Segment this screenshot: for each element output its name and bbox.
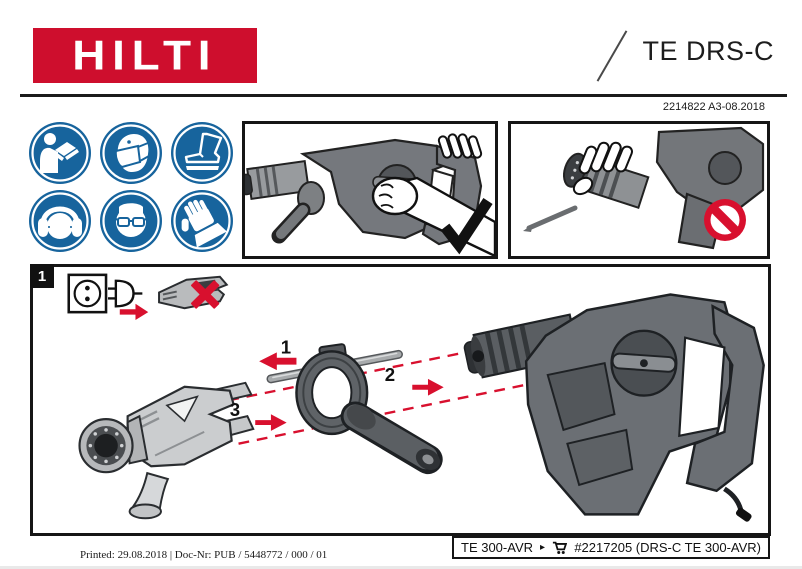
hilti-logo-text: HILTI xyxy=(72,31,218,79)
rotary-hammer-tool xyxy=(463,293,765,522)
accessory-part-number: #2217205 (DRS-C TE 300-AVR) xyxy=(574,540,761,555)
dust-mask-icon xyxy=(100,122,162,184)
checkmark-icon xyxy=(440,197,493,255)
step-3-label: 3 xyxy=(230,399,240,420)
hilti-logo: HILTI xyxy=(33,28,257,83)
alignment-dashed-line-lower xyxy=(238,379,546,445)
page-bottom-edge xyxy=(0,566,802,569)
main-figure-panel: 1 2 3 xyxy=(30,264,771,536)
product-title: TE DRS-C xyxy=(642,36,774,66)
shopping-cart-icon xyxy=(552,541,568,554)
exploded-view-illustration: 1 2 3 xyxy=(67,273,765,522)
incorrect-usage-panel xyxy=(508,121,770,259)
correct-usage-panel xyxy=(242,121,498,259)
compatibility-box: TE 300-AVR ▸ #2217205 (DRS-C TE 300-AVR) xyxy=(452,536,770,559)
header-divider xyxy=(20,94,787,97)
safety-glasses-icon xyxy=(100,190,162,252)
step-1-label: 1 xyxy=(281,336,291,357)
ear-protection-icon xyxy=(29,190,91,252)
module-crossed-out-icon xyxy=(158,275,229,310)
drs-module xyxy=(78,381,255,520)
protective-gloves-icon xyxy=(171,190,233,252)
prohibition-icon xyxy=(704,199,746,241)
document-code: 2214822 A3-08.2018 xyxy=(662,101,765,113)
safety-boots-icon xyxy=(171,122,233,184)
unplug-power-icon xyxy=(67,273,149,321)
read-instructions-icon xyxy=(29,122,91,184)
step-2-arrow-right xyxy=(412,378,444,396)
header-slash-mark xyxy=(596,30,628,82)
step-3-arrow-right xyxy=(255,414,287,431)
print-doc-line: Printed: 29.08.2018 | Doc-Nr: PUB / 5448… xyxy=(80,549,328,561)
figure-number-badge: 1 xyxy=(30,264,54,288)
mandatory-safety-icons xyxy=(28,121,235,253)
side-handle xyxy=(295,343,443,475)
step-1-arrow-left xyxy=(259,352,297,371)
drill-bit xyxy=(526,205,578,231)
incorrect-grip-illustration xyxy=(523,126,765,250)
correct-grip-illustration xyxy=(245,133,495,256)
compatible-tool-name: TE 300-AVR xyxy=(461,540,534,555)
hand-on-chuck xyxy=(572,141,633,196)
compat-arrow: ▸ xyxy=(540,541,546,553)
step-2-label: 2 xyxy=(385,364,395,385)
fingers-on-handle xyxy=(437,133,483,159)
